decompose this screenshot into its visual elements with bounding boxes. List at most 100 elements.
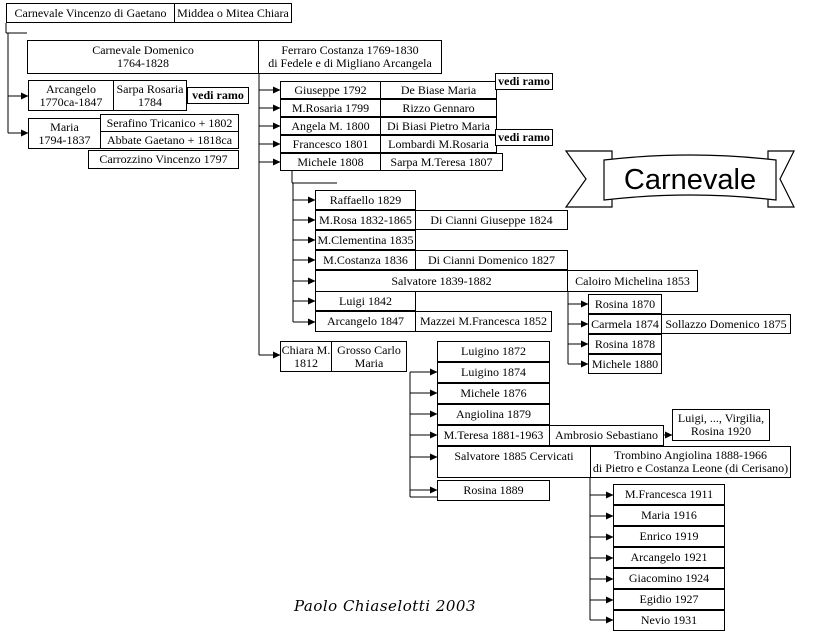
salvatore1885-spouse-parents: di Pietro e Costanza Leone (di Cerisano) xyxy=(592,461,789,475)
egidio1927-name: Egidio 1927 xyxy=(639,592,699,606)
root-spouse: Middea o Mitea Chiara xyxy=(174,3,292,23)
mcostanza-person: M.Costanza 1836 xyxy=(315,250,416,270)
mfrancesca1911-person: M.Francesca 1911 xyxy=(613,484,725,505)
arcangelo-name: Arcangelo xyxy=(46,81,96,96)
michele1808-person: Michele 1808 xyxy=(280,153,381,171)
raffaello-person: Raffaello 1829 xyxy=(315,190,416,210)
maria-spouse-3: Carrozzino Vincenzo 1797 xyxy=(88,150,239,169)
teresa-children-line-2: Rosina 1920 xyxy=(690,424,752,438)
salvatore1885-spouse: Trombino Angiolina 1888-1966 di Pietro e… xyxy=(590,446,791,478)
angiolina1879-person: Angiolina 1879 xyxy=(437,404,550,425)
maria-person: Maria 1794-1837 xyxy=(28,118,101,149)
maria-spouse-1-name: Serafino Tricanico + 1802 xyxy=(106,115,233,130)
mteresa-spouse: Ambrosio Sebastiano xyxy=(549,425,664,446)
arcangelo-spouse: Sarpa Rosaria 1784 xyxy=(113,80,187,111)
mrosa-spouse-name: Di Cianni Giuseppe 1824 xyxy=(430,212,553,227)
salvatore1839-spouse-name: Caloiro Michelina 1853 xyxy=(575,273,690,288)
giuseppe-vedi-ramo[interactable]: vedi ramo xyxy=(495,73,553,90)
michele1880-name: Michele 1880 xyxy=(591,356,659,371)
francesco-vedi-ramo[interactable]: vedi ramo xyxy=(495,129,553,146)
chiara-spouse-name-1: Grosso Carlo xyxy=(337,342,401,357)
luigino1874-person: Luigino 1874 xyxy=(437,362,550,383)
enrico1919-name: Enrico 1919 xyxy=(639,529,699,543)
francesco-person: Francesco 1801 xyxy=(280,135,381,153)
chiara-spouse: Grosso Carlo Maria xyxy=(331,341,407,372)
francesco-spouse-name: Lombardi M.Rosaria xyxy=(388,136,489,151)
arcangelo1921-person: Arcangelo 1921 xyxy=(613,547,725,568)
mfrancesca1911-name: M.Francesca 1911 xyxy=(624,487,714,501)
maria-spouse-2: Abbate Gaetano + 1818ca xyxy=(100,131,239,149)
enrico1919-person: Enrico 1919 xyxy=(613,526,725,547)
michele1876-name: Michele 1876 xyxy=(460,386,527,400)
michele1808-spouse-name: Sarpa M.Teresa 1807 xyxy=(390,154,493,169)
mrosa-spouse: Di Cianni Giuseppe 1824 xyxy=(415,210,568,230)
mclementina-person: M.Clementina 1835 xyxy=(315,230,416,250)
luigino1872-name: Luigino 1872 xyxy=(461,344,526,358)
nevio1931-name: Nevio 1931 xyxy=(640,613,698,627)
domenico-name: Carnevale Domenico xyxy=(92,43,194,57)
arcangelo1847-person: Arcangelo 1847 xyxy=(315,311,416,332)
domenico-spouse: Ferraro Costanza 1769-1830 di Fedele e d… xyxy=(258,40,442,74)
title-banner xyxy=(564,150,795,208)
giuseppe-person: Giuseppe 1792 xyxy=(280,81,381,99)
mteresa-person: M.Teresa 1881-1963 xyxy=(437,425,550,446)
maria-spouse-1: Serafino Tricanico + 1802 xyxy=(100,114,239,132)
angela-person: Angela M. 1800 xyxy=(280,117,381,135)
maria-spouse-2-name: Abbate Gaetano + 1818ca xyxy=(106,132,233,147)
francesco-name: Francesco 1801 xyxy=(292,136,369,151)
domenico-spouse-parents: di Fedele e di Migliano Arcangela xyxy=(268,56,432,70)
mrosaria-spouse-name: Rizzo Gennaro xyxy=(402,100,475,115)
angela-spouse-name: Di Biasi Pietro Maria xyxy=(387,118,490,133)
rosina1889-person: Rosina 1889 xyxy=(437,480,550,501)
rosina1889-name: Rosina 1889 xyxy=(463,483,524,497)
giacomino1924-name: Giacomino 1924 xyxy=(628,571,710,585)
arcangelo1847-name: Arcangelo 1847 xyxy=(327,314,404,328)
mcostanza-spouse-name: Di Cianni Domenico 1827 xyxy=(428,252,555,267)
salvatore1839-spouse: Caloiro Michelina 1853 xyxy=(567,270,698,292)
domenico-years: 1764-1828 xyxy=(117,56,169,70)
giuseppe-spouse: De Biase Maria xyxy=(380,81,497,99)
arcangelo1921-name: Arcangelo 1921 xyxy=(630,550,708,564)
mteresa-name: M.Teresa 1881-1963 xyxy=(443,428,544,442)
luigino1872-person: Luigino 1872 xyxy=(437,341,550,362)
salvatore1885-name: Salvatore 1885 Cervicati xyxy=(454,448,574,463)
francesco-spouse: Lombardi M.Rosaria xyxy=(380,135,497,153)
angela-name: Angela M. 1800 xyxy=(291,118,370,133)
arcangelo-vedi-ramo[interactable]: vedi ramo xyxy=(187,87,249,104)
arcangelo-person: Arcangelo 1770ca-1847 xyxy=(28,80,114,111)
banner-title: Carnevale xyxy=(623,164,757,196)
rosina1870-name: Rosina 1870 xyxy=(594,296,656,311)
carmela-name: Carmela 1874 xyxy=(591,316,659,331)
arcangelo-spouse-name: Sarpa Rosaria xyxy=(116,81,184,96)
giuseppe-spouse-name: De Biase Maria xyxy=(400,82,477,97)
mrosaria-spouse: Rizzo Gennaro xyxy=(380,99,497,117)
michele1880-person: Michele 1880 xyxy=(588,354,662,374)
arcangelo1847-spouse-name: Mazzei M.Francesca 1852 xyxy=(420,314,547,328)
carmela-spouse: Sollazzo Domenico 1875 xyxy=(661,314,791,334)
mclementina-name: M.Clementina 1835 xyxy=(317,232,414,247)
nevio1931-person: Nevio 1931 xyxy=(613,610,725,631)
rosina1870-person: Rosina 1870 xyxy=(588,294,662,314)
giuseppe-name: Giuseppe 1792 xyxy=(294,82,367,97)
salvatore1885-person: Salvatore 1885 Cervicati xyxy=(437,446,591,478)
mrosaria-person: M.Rosaria 1799 xyxy=(280,99,381,117)
teresa-children-line-1: Luigi, ..., Virgilia, xyxy=(677,411,765,425)
mcostanza-name: M.Costanza 1836 xyxy=(323,252,408,267)
rosina1878-name: Rosina 1878 xyxy=(594,336,656,351)
chiara-name: Chiara M. xyxy=(281,342,331,357)
luigino1874-name: Luigino 1874 xyxy=(461,365,526,379)
giacomino1924-person: Giacomino 1924 xyxy=(613,568,725,589)
root-person: Carnevale Vincenzo di Gaetano xyxy=(6,3,175,23)
angiolina1879-name: Angiolina 1879 xyxy=(456,407,531,421)
luigi1842-name: Luigi 1842 xyxy=(339,293,392,308)
rosina1878-person: Rosina 1878 xyxy=(588,334,662,354)
angela-spouse: Di Biasi Pietro Maria xyxy=(380,117,497,135)
egidio1927-person: Egidio 1927 xyxy=(613,589,725,610)
chiara-spouse-name-2: Maria xyxy=(354,355,384,370)
carmela-spouse-name: Sollazzo Domenico 1875 xyxy=(665,316,787,331)
domenico-spouse-name: Ferraro Costanza 1769-1830 xyxy=(281,43,419,57)
mrosa-name: M.Rosa 1832-1865 xyxy=(319,212,412,227)
carmela-person: Carmela 1874 xyxy=(588,314,662,334)
mrosaria-name: M.Rosaria 1799 xyxy=(291,100,370,115)
